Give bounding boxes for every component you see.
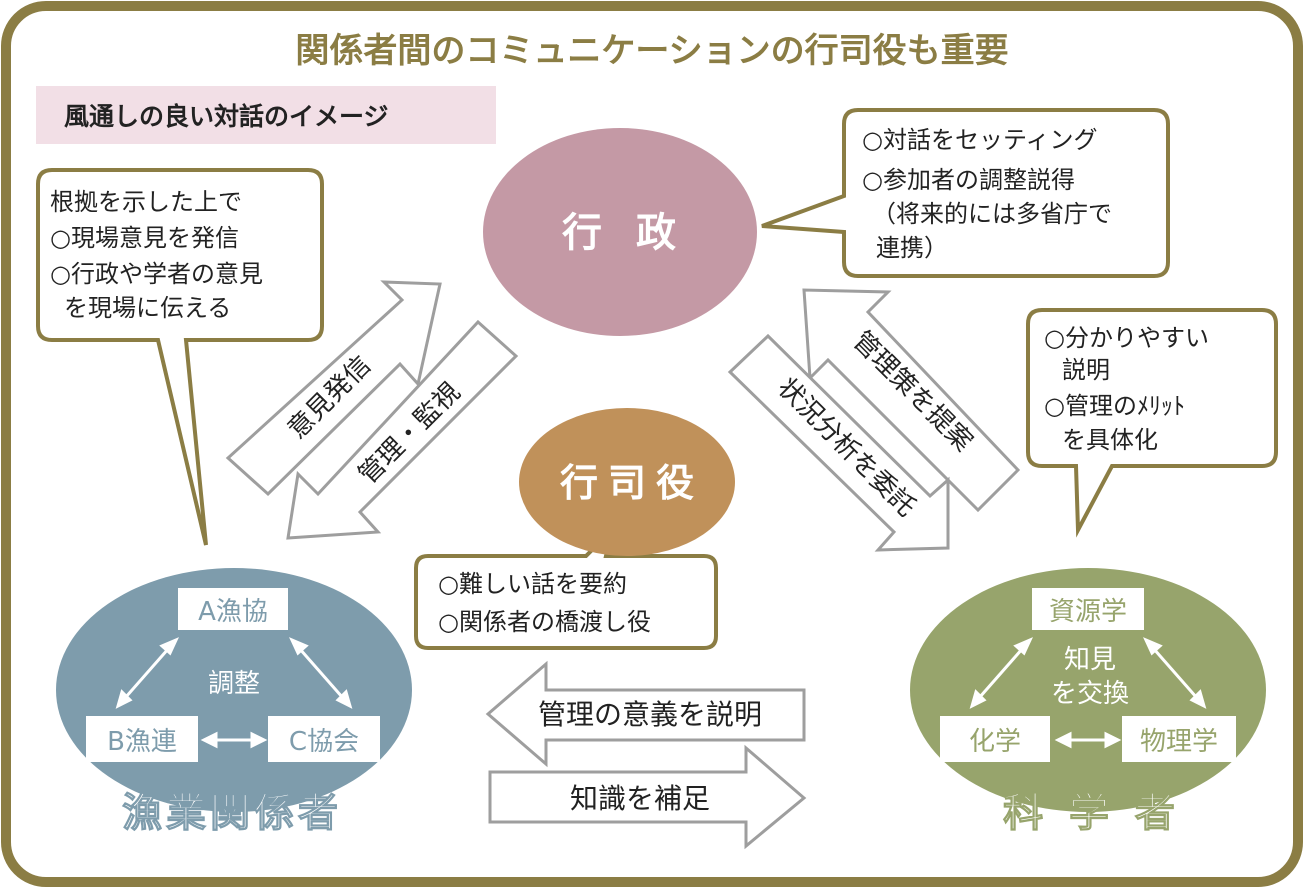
scientists-member-2-box xyxy=(940,716,1050,762)
bubble-fishery-line-3: ○行政や学者の意見 xyxy=(50,260,263,288)
bubble-fishery-line-1: 根拠を示した上で xyxy=(50,188,242,216)
bubble-scientists-line-1: ○分かりやすい xyxy=(1044,324,1209,352)
fishery-member-a: A漁協 xyxy=(198,597,268,627)
bubble-gyojiyaku-line-1: ○難しい話を要約 xyxy=(438,570,627,598)
scientists-member-2: 化学 xyxy=(969,727,1021,757)
bubble-scientists-line-4: を具体化 xyxy=(1062,426,1158,454)
fishery-member-b-box xyxy=(86,716,198,762)
page-title: 関係者間のコミュニケーションの行司役も重要 xyxy=(295,31,1008,71)
fishery-connectors xyxy=(115,637,353,749)
node-gyojiyaku: 行司役 xyxy=(519,408,735,556)
bubble-gyojiyaku: ○難しい話を要約 ○関係者の橋渡し役 xyxy=(414,523,718,650)
fishery-member-b: B漁連 xyxy=(107,727,177,757)
fishery-label: 漁業関係者 xyxy=(122,790,342,836)
bubble-scientists: ○分かりやすい 説明 ○管理のﾒﾘｯﾄ を具体化 xyxy=(1026,308,1278,538)
scientists-member-1-box xyxy=(1032,588,1144,630)
bubble-scientists-line-3: ○管理のﾒﾘｯﾄ xyxy=(1044,392,1185,420)
fishery-member-c: C協会 xyxy=(289,727,359,757)
bubble-fishery-line-2: ○現場意見を発信 xyxy=(50,224,239,252)
node-scientists: 資源学 化学 物理学 知見 を交換 科 学 者 xyxy=(910,568,1266,837)
scientists-center-line-1: 知見 xyxy=(1064,645,1116,675)
bubble-scientists-line-2: 説明 xyxy=(1062,356,1110,384)
bubble-gyosei-line-3: （将来的には多省庁で xyxy=(872,200,1112,228)
arrow-explain-label: 管理の意義を説明 xyxy=(538,698,762,731)
scientists-connectors xyxy=(969,637,1207,749)
scientists-label: 科 学 者 xyxy=(1003,790,1181,836)
node-fishery: A漁協 B漁連 C協会 調整 漁業関係者 xyxy=(56,568,412,837)
fishery-member-a-box xyxy=(178,588,288,630)
scientists-member-1: 資源学 xyxy=(1049,597,1127,627)
arrow-supplement: 知識を補足 xyxy=(488,744,807,850)
bubble-gyosei: ○対話をセッティング ○参加者の調整説得 （将来的には多省庁で 連携） xyxy=(761,108,1170,278)
scientists-member-3-box xyxy=(1122,716,1236,762)
gyosei-label: 行 政 xyxy=(562,210,686,256)
fishery-center-text: 調整 xyxy=(208,669,260,699)
bubble-fishery-line-4: を現場に伝える xyxy=(64,294,231,322)
subtitle-background xyxy=(36,86,496,144)
fishery-member-c-box xyxy=(268,716,380,762)
arrow-explain: 管理の意義を説明 xyxy=(485,660,806,768)
bubble-gyosei-line-1: ○対話をセッティング xyxy=(862,126,1098,154)
node-gyosei: 行 政 xyxy=(483,128,757,336)
gyosei-ellipse xyxy=(483,128,757,336)
scientists-member-3: 物理学 xyxy=(1140,727,1218,757)
subtitle: 風通しの良い対話のイメージ xyxy=(64,102,389,131)
gyojiyaku-label: 行司役 xyxy=(560,461,704,505)
scientists-center-line-2: を交換 xyxy=(1051,679,1129,709)
gyojiyaku-ellipse xyxy=(519,408,735,556)
bubble-fishery: 根拠を示した上で ○現場意見を発信 ○行政や学者の意見 を現場に伝える xyxy=(36,168,324,546)
bubble-gyosei-line-4: 連携） xyxy=(876,234,948,262)
bubble-gyojiyaku-line-2: ○関係者の橋渡し役 xyxy=(438,608,651,636)
arrow-supplement-label: 知識を補足 xyxy=(570,782,710,815)
bubble-gyosei-line-2: ○参加者の調整説得 xyxy=(862,166,1075,194)
